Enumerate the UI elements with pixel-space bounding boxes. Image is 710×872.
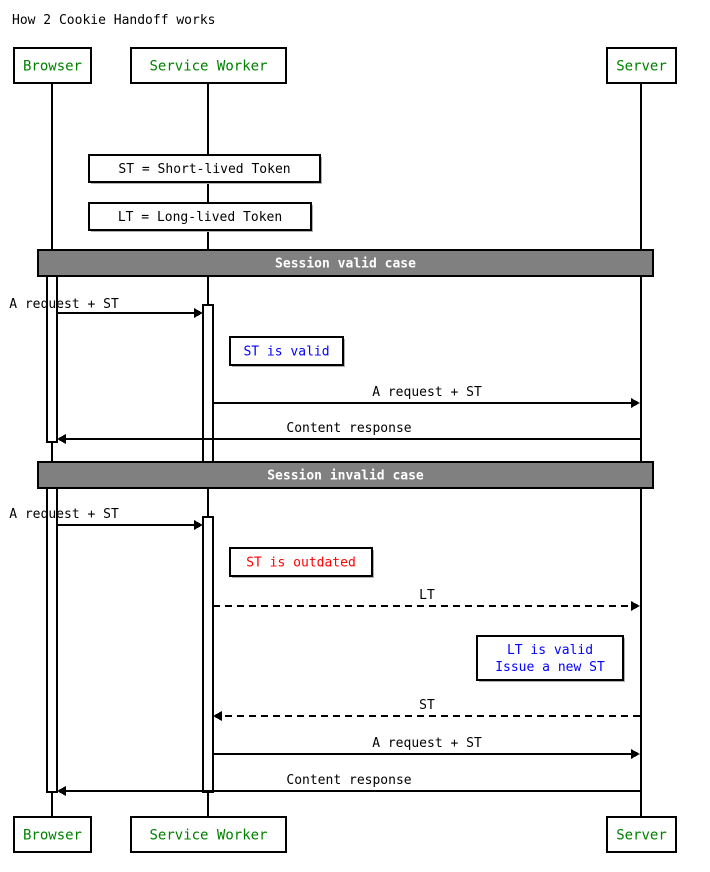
message-m4: A request + ST	[9, 507, 203, 530]
participant-box[interactable]	[606, 47, 677, 84]
message-label: A request + ST	[372, 736, 482, 751]
participant-box[interactable]	[130, 816, 287, 853]
participant-label: Browser	[23, 828, 82, 844]
activation-bar-browser-valid	[46, 249, 58, 443]
message-arrowhead	[631, 398, 640, 408]
note-text-line: LT is valid	[507, 643, 593, 658]
note-st-is-outdated: ST is outdated	[229, 547, 374, 578]
message-m2: A request + ST	[213, 385, 640, 408]
message-label: Content response	[286, 421, 411, 436]
message-label: Content response	[286, 773, 411, 788]
message-m1: A request + ST	[9, 297, 203, 318]
participant-box[interactable]	[13, 816, 92, 853]
message-m8: Content response	[57, 773, 640, 796]
participant-footer-server[interactable]: Server	[606, 816, 677, 853]
note-text-line: ST is outdated	[246, 556, 356, 571]
participant-label: Server	[616, 828, 667, 844]
note-text-line: ST = Short-lived Token	[118, 162, 290, 177]
participant-header-service_worker[interactable]: Service Worker	[130, 47, 287, 84]
participant-label: Browser	[23, 59, 82, 75]
participant-header-browser[interactable]: Browser	[13, 47, 92, 84]
note-box	[229, 336, 344, 366]
participant-footer-browser[interactable]: Browser	[13, 816, 92, 853]
message-m7: A request + ST	[213, 736, 640, 759]
message-label: ST	[419, 698, 435, 713]
legend-note-lt-legend: LT = Long-lived Token	[88, 202, 313, 232]
participant-box[interactable]	[13, 47, 92, 84]
section-divider-session-valid: Session valid case	[37, 249, 654, 277]
message-arrowhead	[194, 308, 203, 318]
note-box	[229, 547, 373, 577]
messages-layer: A request + ST A request + ST Content resp…	[9, 297, 640, 796]
message-arrowhead	[57, 786, 66, 796]
message-arrowhead	[57, 434, 66, 444]
note-box	[88, 154, 321, 183]
participant-box[interactable]	[130, 47, 287, 84]
message-arrowhead	[213, 711, 222, 721]
participant-header-server[interactable]: Server	[606, 47, 677, 84]
note-st-is-valid: ST is valid	[229, 336, 345, 367]
divider-label: Session invalid case	[267, 469, 424, 484]
message-arrowhead	[194, 520, 203, 530]
message-arrowhead	[631, 749, 640, 759]
participant-box[interactable]	[606, 816, 677, 853]
notes-layer: ST = Short-lived Token LT = Long-lived To…	[88, 154, 625, 682]
activation-bar-sw-invalid	[202, 516, 214, 793]
note-box	[476, 635, 624, 681]
divider-bar	[37, 249, 654, 277]
message-arrowhead	[631, 601, 640, 611]
message-label: A request + ST	[9, 297, 119, 312]
note-text-line: Issue a new ST	[495, 660, 605, 675]
participant-footer-service_worker[interactable]: Service Worker	[130, 816, 287, 853]
note-box	[88, 202, 312, 231]
message-m6: ST	[213, 698, 640, 721]
message-label: A request + ST	[9, 507, 119, 522]
diagram-title: How 2 Cookie Handoff works	[12, 13, 216, 28]
divider-bar	[37, 461, 654, 489]
legend-note-st-legend: ST = Short-lived Token	[88, 154, 322, 184]
message-m5: LT	[213, 588, 640, 611]
participant-label: Server	[616, 59, 667, 75]
message-m3: Content response	[57, 421, 640, 444]
section-divider-session-invalid: Session invalid case	[37, 461, 654, 489]
activation-bar-sw-valid	[202, 304, 214, 476]
participant-label: Service Worker	[149, 59, 267, 75]
activations-layer	[46, 249, 214, 793]
note-text-line: ST is valid	[243, 345, 329, 360]
note-text-line: LT = Long-lived Token	[118, 210, 282, 225]
message-label: A request + ST	[372, 385, 482, 400]
message-label: LT	[419, 588, 435, 603]
divider-label: Session valid case	[275, 257, 416, 272]
participant-label: Service Worker	[149, 828, 267, 844]
